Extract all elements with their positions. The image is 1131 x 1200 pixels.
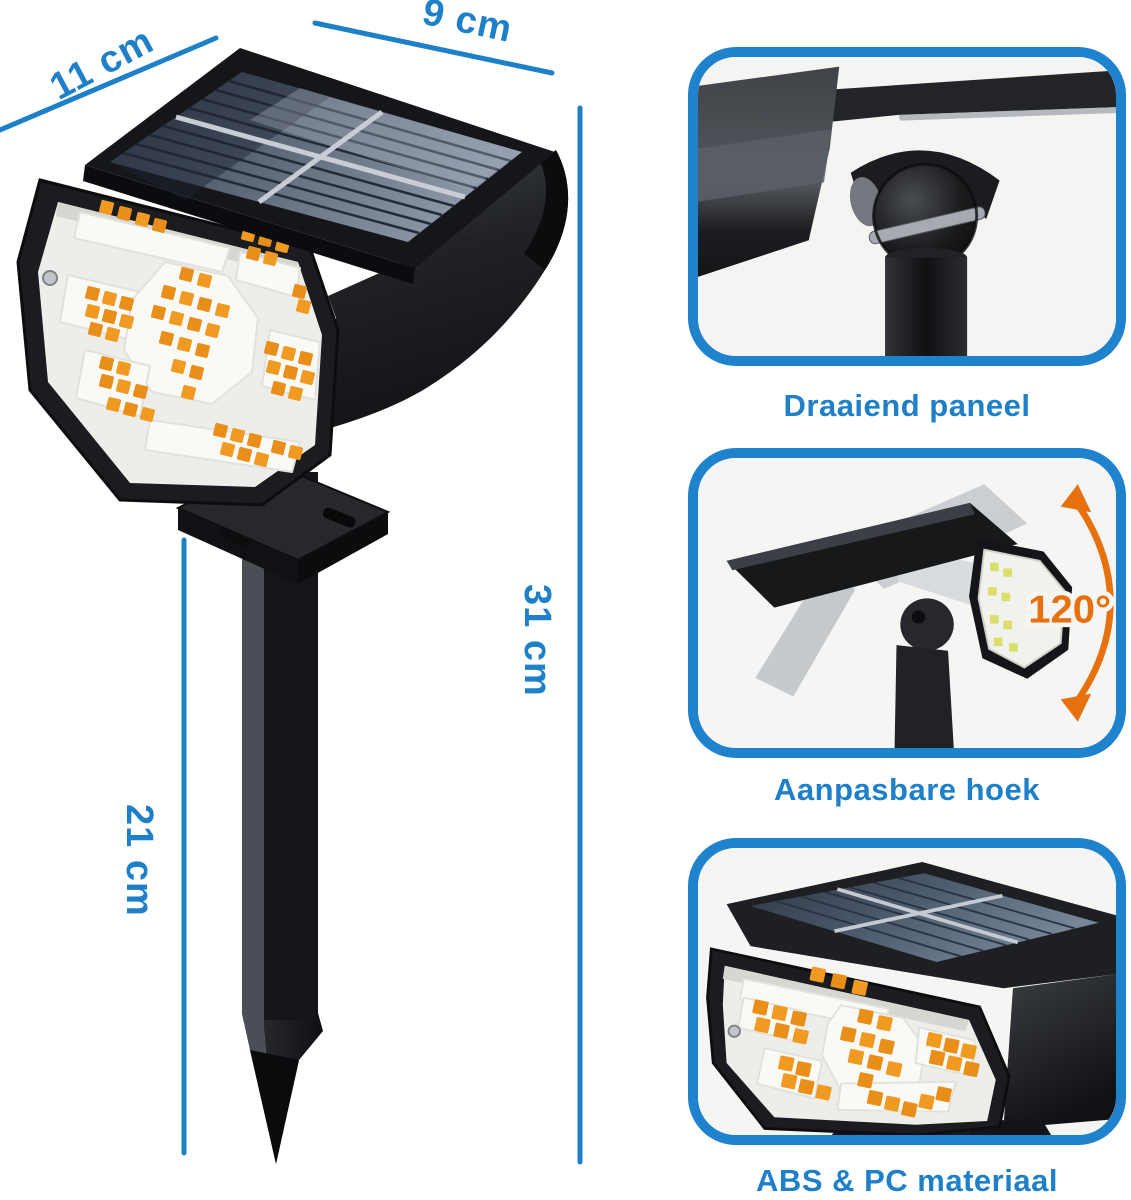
adjustable-angle-closeup: 120°	[698, 458, 1116, 748]
screw-icon	[42, 270, 58, 286]
dimension-label-total-height: 31 cm	[516, 584, 558, 697]
lamp-head	[16, 178, 340, 507]
feature-caption-adjustable-angle: Aanpasbare hoek	[774, 772, 1040, 807]
material-closeup	[698, 848, 1116, 1135]
led-hints	[988, 562, 1018, 652]
screw-slot	[868, 206, 986, 245]
feature-card-material	[688, 838, 1126, 1145]
led-array	[84, 199, 316, 468]
ball-joint	[873, 164, 977, 269]
solar-panel	[83, 48, 555, 284]
screw-icon	[727, 1024, 741, 1038]
dimension-line-depth	[312, 20, 555, 76]
dimension-line-width	[0, 35, 219, 133]
dimension-lines	[0, 20, 583, 1165]
led-array-closeup	[752, 966, 980, 1118]
feature-card-adjustable-angle: 120°	[688, 448, 1126, 758]
rotation-arrow-icon	[1060, 484, 1114, 722]
angle-value: 120°	[1028, 588, 1111, 632]
feature-caption-material: ABS & PC materiaal	[756, 1163, 1058, 1198]
product-illustration	[16, 48, 569, 1164]
feature-caption-rotating-panel: Draaiend paneel	[783, 388, 1031, 423]
ground-stake	[242, 472, 323, 1164]
dimension-label-stake-height: 21 cm	[118, 804, 160, 917]
feature-card-rotating-panel	[688, 47, 1126, 366]
rotating-panel-closeup	[698, 57, 1116, 356]
